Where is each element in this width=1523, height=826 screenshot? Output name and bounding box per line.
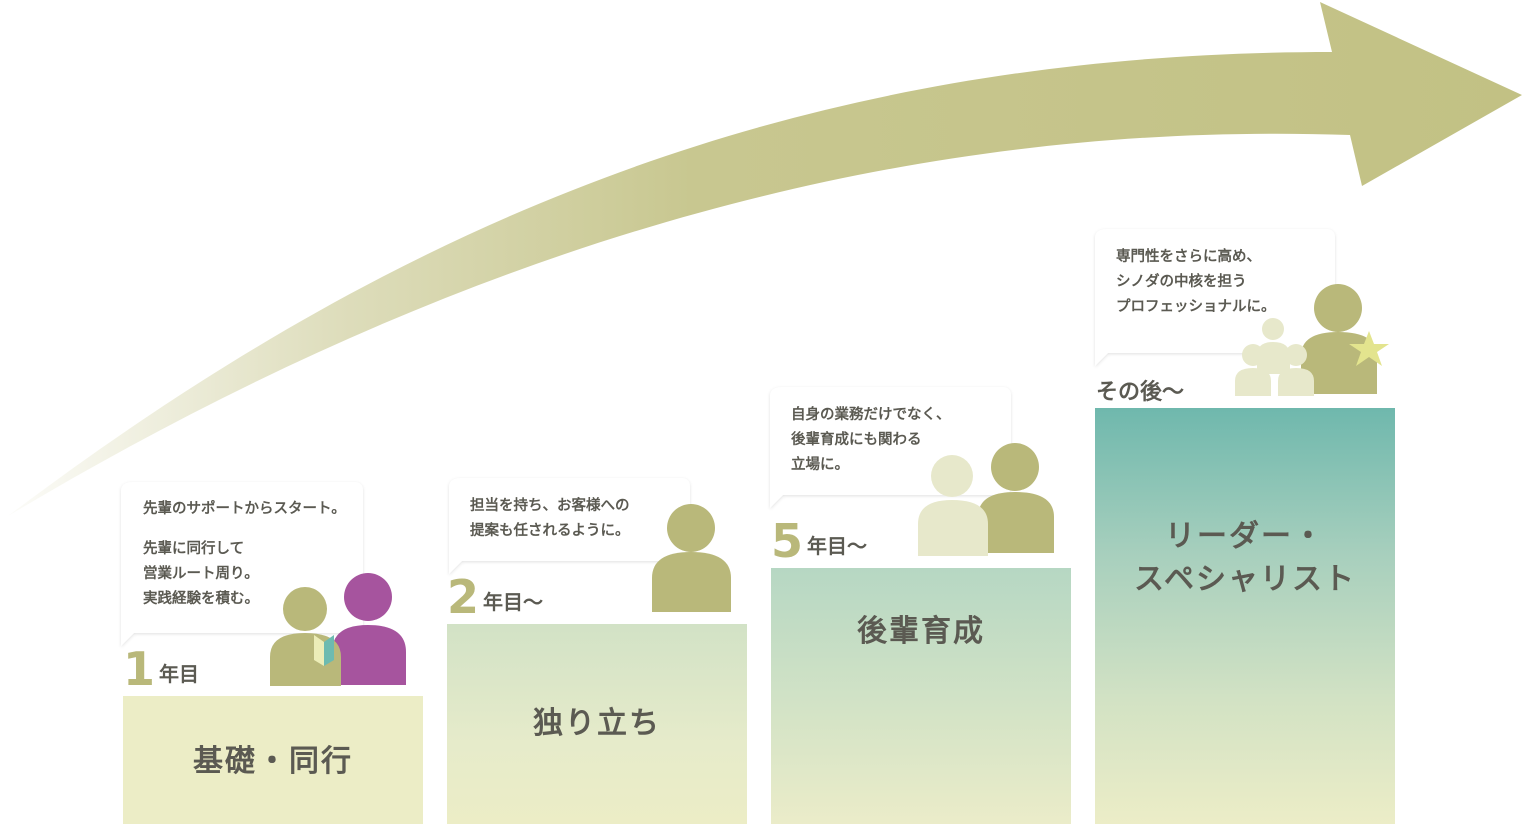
- purple-person-icon: [332, 573, 406, 685]
- year-suffix: その後～: [1096, 380, 1185, 405]
- light-person-icon: [1235, 318, 1314, 396]
- stage-block-1: 基礎・同行: [123, 696, 423, 824]
- stage-block-4: リーダー・ スペシャリスト: [1095, 408, 1395, 824]
- year-suffix: 年目～: [807, 534, 868, 558]
- year-suffix: 年目: [159, 662, 200, 686]
- beginner-badge-icon: [314, 635, 334, 666]
- year-number: 1: [123, 642, 156, 696]
- bubble-text-3: 自身の業務だけでなく、 後輩育成にも関わる 立場に。: [791, 407, 951, 473]
- bubble-text-4: 専門性をさらに高め、 シノダの中核を担う プロフェッショナルに。: [1116, 249, 1276, 315]
- stage-title: リーダー・ スペシャリスト: [1134, 518, 1356, 598]
- stage-block-2: 独り立ち: [447, 624, 747, 824]
- star-icon: [1349, 331, 1389, 366]
- year-number: 5: [771, 514, 804, 568]
- light-person-icon: [918, 455, 988, 556]
- olive-person-icon: [652, 504, 731, 612]
- bubble-lead-text-1: 先輩のサポートからスタート。: [143, 501, 346, 517]
- stage-title: 独り立ち: [533, 706, 661, 742]
- year-suffix: 年目～: [483, 590, 544, 614]
- olive-person-icon: [978, 443, 1054, 553]
- growth-arrow-icon: [8, 2, 1522, 516]
- speech-bubble-2: [449, 478, 690, 574]
- stage-title: 後輩育成: [857, 614, 985, 650]
- bubble-text-2: 担当を持ち、お客様への 提案も任されるように。: [470, 498, 630, 539]
- year-number: 2: [447, 570, 480, 624]
- stage-block-3: 後輩育成: [771, 568, 1071, 824]
- stage-title: 基礎・同行: [193, 744, 353, 780]
- year-label-4: その後～: [1096, 374, 1184, 406]
- bubble-text-1: 先輩に同行して 営業ルート周り。 実践経験を積む。: [143, 541, 259, 607]
